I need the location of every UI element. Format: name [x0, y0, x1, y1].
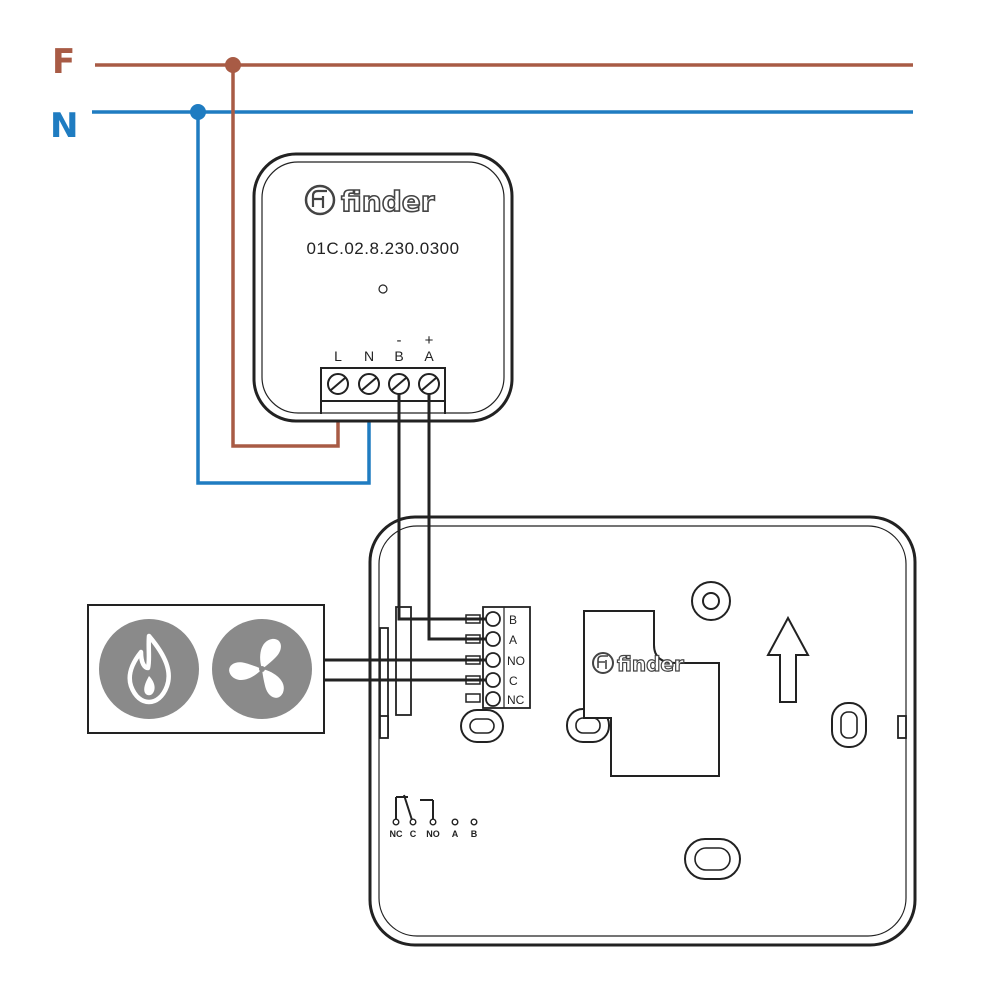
module-screw-l: [327, 373, 349, 395]
module-model: 01C.02.8.230.0300: [306, 239, 459, 258]
thermostat-backplate: finder B A NO C NC: [368, 515, 917, 947]
relay-label-c: C: [410, 829, 417, 839]
terminal-strip-label-c: C: [509, 674, 518, 688]
bus-wire-b: [397, 394, 486, 621]
module-screw-b: [388, 373, 410, 395]
relay-label-no: NO: [426, 829, 440, 839]
relay-symbol-icon: [392, 794, 478, 826]
thermostat-brand: finder: [617, 652, 684, 676]
terminal-strip-label-b: B: [509, 613, 517, 627]
flame-icon: [127, 633, 171, 705]
neutral-wire: [196, 112, 371, 485]
finder-module: finder 01C.02.8.230.0300 L N B A - +: [252, 152, 514, 423]
up-arrow-icon: [766, 615, 810, 703]
terminal-sign-minus: -: [397, 332, 402, 349]
fan-icon: [229, 638, 284, 698]
load-box: [87, 604, 325, 734]
side-clip-right: [897, 715, 907, 739]
neutral-junction: [190, 104, 206, 120]
relay-label-b: B: [471, 829, 478, 839]
neutral-label: N: [50, 106, 78, 146]
terminal-strip-label-no: NO: [507, 654, 525, 668]
module-brand: finder: [341, 185, 435, 218]
status-led: [378, 284, 388, 294]
terminal-strip-label-nc: NC: [507, 693, 525, 707]
finder-logo-icon: [592, 652, 614, 674]
relay-label-a: A: [452, 829, 459, 839]
mounting-slot-center: [460, 709, 504, 743]
phase-junction: [225, 57, 241, 73]
mounting-slot-bottom: [684, 838, 741, 880]
side-clip-left-small: [379, 715, 389, 739]
terminal-label-l: L: [334, 348, 342, 364]
terminal-label-b: B: [394, 348, 403, 364]
phase-label: F: [52, 42, 75, 82]
terminal-label-n: N: [364, 348, 374, 364]
module-screw-a: [418, 373, 440, 395]
label-plate: [583, 610, 720, 777]
module-screw-n: [358, 373, 380, 395]
terminal-sign-plus: +: [425, 332, 434, 349]
finder-logo-icon: [304, 184, 336, 216]
relay-label-nc: NC: [390, 829, 403, 839]
bus-wire-a: [427, 394, 486, 641]
terminal-strip-label-a: A: [509, 633, 517, 647]
terminal-label-a: A: [424, 348, 434, 364]
mounting-hole-top: [691, 581, 731, 621]
mounting-slot-right: [831, 702, 867, 748]
